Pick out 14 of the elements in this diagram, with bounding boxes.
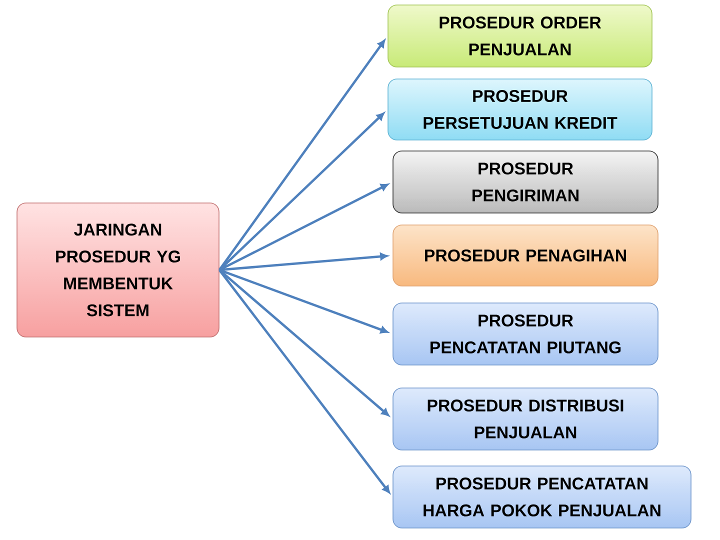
process-box: JARINGAN PROSEDUR YG MEMBENTUK SISTEM (16, 202, 220, 338)
process-box: PROSEDUR PENGIRIMAN (392, 150, 658, 214)
process-box: PROSEDUR PENAGIHAN (392, 224, 658, 286)
arrow (218, 269, 390, 494)
arrow (219, 252, 388, 272)
arrow (218, 269, 390, 416)
arrow (219, 268, 388, 334)
process-box: PROSEDUR DISTRIBUSI PENJUALAN (392, 388, 658, 450)
arrow (218, 112, 384, 271)
process-box: PROSEDUR PENCATATAN HARGA POKOK PENJUALAN (392, 466, 692, 528)
process-box: PROSEDUR PENCATATAN PIUTANG (392, 302, 658, 366)
process-box: PROSEDUR PERSETUJUAN KREDIT (388, 78, 652, 140)
arrow (218, 40, 386, 271)
process-box: PROSEDUR ORDER PENJUALAN (388, 4, 652, 68)
